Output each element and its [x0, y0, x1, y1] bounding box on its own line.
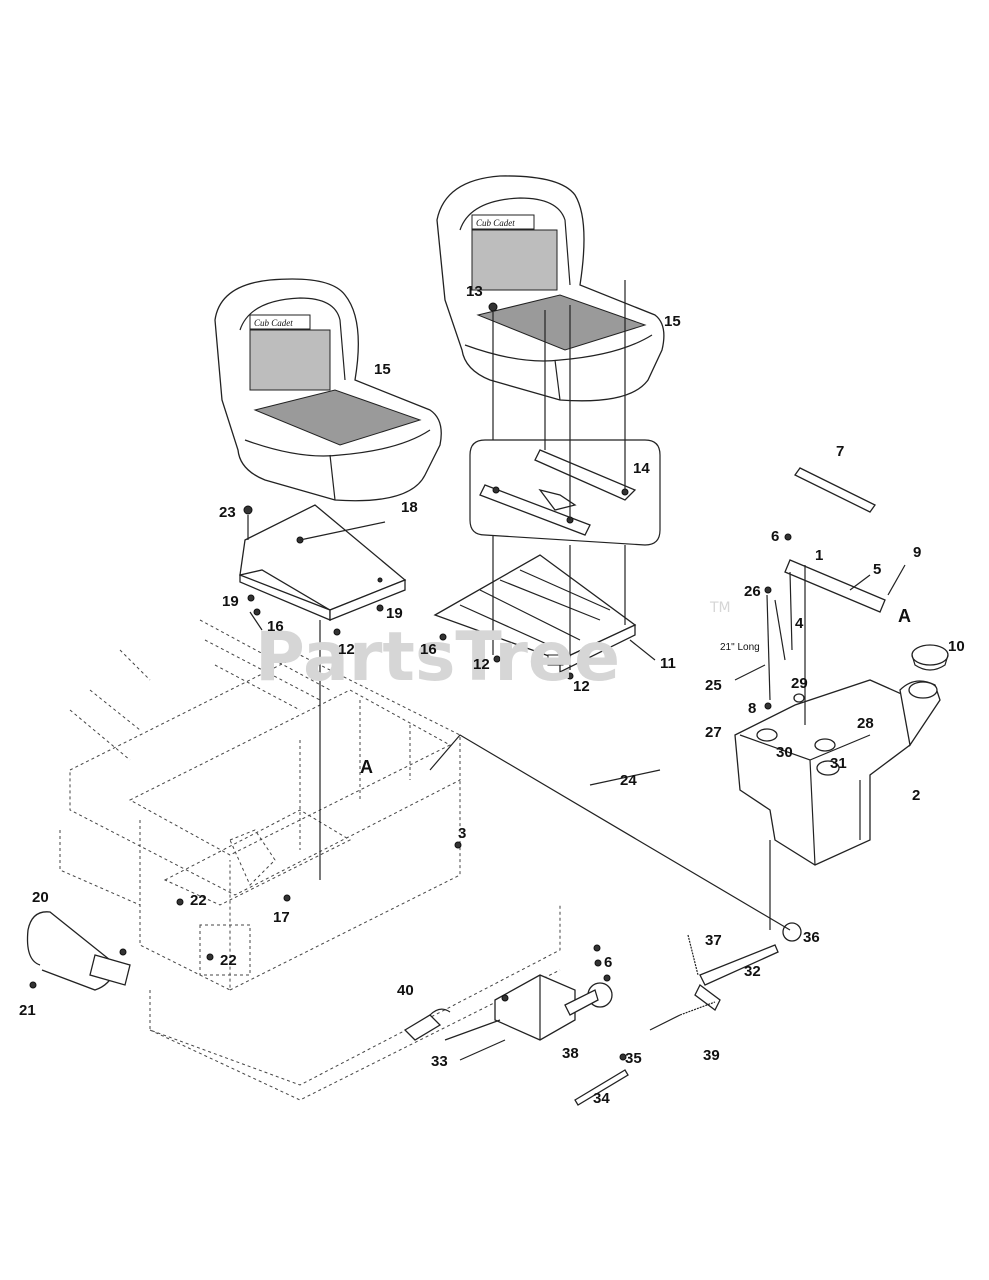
- seat-logo-right: Cub Cadet: [476, 218, 515, 228]
- callout-8: 8: [748, 700, 756, 717]
- watermark: PartsTree: [255, 618, 620, 697]
- tank-bracket: [774, 559, 886, 725]
- callout-19: 19: [386, 605, 403, 622]
- control-lever: [494, 974, 613, 1041]
- callout-labels: 1 2 3 4 5 6 6 7 8 9 10 11 12 12 12 13 14…: [19, 283, 965, 1107]
- reference-mark-a: A: [360, 757, 373, 777]
- callout-39: 39: [703, 1047, 720, 1064]
- callout-4: 4: [795, 615, 804, 632]
- callout-11: 11: [660, 655, 676, 672]
- handle-bar: [26, 911, 131, 991]
- callout-30: 30: [776, 744, 793, 761]
- callout-6: 6: [771, 528, 779, 545]
- seat-slide-assembly: [469, 439, 661, 546]
- callout-1: 1: [815, 547, 823, 564]
- seat-plate-right: [433, 554, 637, 674]
- callout-29: 29: [791, 675, 808, 692]
- callout-28: 28: [857, 715, 874, 732]
- callout-13: 13: [466, 283, 483, 300]
- callout-12: 12: [573, 678, 590, 695]
- callout-5: 5: [873, 561, 881, 578]
- callout-19: 19: [222, 593, 239, 610]
- knob-36: [782, 922, 802, 942]
- callout-31: 31: [830, 755, 847, 772]
- callout-15: 15: [664, 313, 681, 330]
- callout-26: 26: [744, 583, 761, 600]
- callout-20: 20: [32, 889, 49, 906]
- callout-37: 37: [705, 932, 722, 949]
- callout-9: 9: [913, 544, 921, 561]
- callout-27: 27: [705, 724, 722, 741]
- callout-24: 24: [620, 772, 637, 789]
- tank-strap: [794, 467, 876, 513]
- pin-34: [574, 1069, 629, 1106]
- lever: [694, 944, 779, 1011]
- callout-17: 17: [273, 909, 290, 926]
- reference-mark-a: A: [898, 606, 911, 626]
- callout-34: 34: [593, 1090, 610, 1107]
- callout-14: 14: [633, 460, 650, 477]
- callout-25: 25: [705, 677, 722, 694]
- callout-33: 33: [431, 1053, 448, 1070]
- callout-7: 7: [836, 443, 844, 460]
- seat-logo-left: Cub Cadet: [254, 318, 293, 328]
- mower-frame: [59, 619, 561, 1101]
- rod: [766, 594, 771, 701]
- spring-37: [687, 934, 699, 976]
- cable-24: [589, 769, 661, 786]
- callout-15: 15: [374, 361, 391, 378]
- seat-right: Cub Cadet: [436, 175, 665, 402]
- fasteners: [29, 302, 805, 1061]
- seat-plate-left: [239, 504, 407, 621]
- callout-23: 23: [219, 504, 236, 521]
- leader-lines: [247, 280, 906, 931]
- rod-length-note: 21" Long: [720, 642, 760, 653]
- gas-cap: [911, 644, 949, 671]
- callout-32: 32: [744, 963, 761, 980]
- callout-35: 35: [625, 1050, 642, 1067]
- callout-38: 38: [562, 1045, 579, 1062]
- callout-12: 12: [338, 641, 355, 658]
- seat-left: Cub Cadet: [214, 278, 442, 502]
- callout-12: 12: [473, 656, 490, 673]
- callout-16: 16: [267, 618, 284, 635]
- callout-18: 18: [401, 499, 418, 516]
- callout-40: 40: [397, 982, 414, 999]
- callout-36: 36: [803, 929, 820, 946]
- callout-22: 22: [220, 952, 237, 969]
- spring-39: [679, 1001, 716, 1016]
- part-40: [403, 1008, 451, 1041]
- callout-10: 10: [948, 638, 965, 655]
- callout-2: 2: [912, 787, 920, 804]
- callout-21: 21: [19, 1002, 36, 1019]
- watermark-trademark: TM: [709, 600, 731, 616]
- callout-16: 16: [420, 641, 437, 658]
- callout-6: 6: [604, 954, 612, 971]
- callout-3: 3: [458, 825, 466, 842]
- callout-22: 22: [190, 892, 207, 909]
- fuel-tank: [734, 679, 941, 866]
